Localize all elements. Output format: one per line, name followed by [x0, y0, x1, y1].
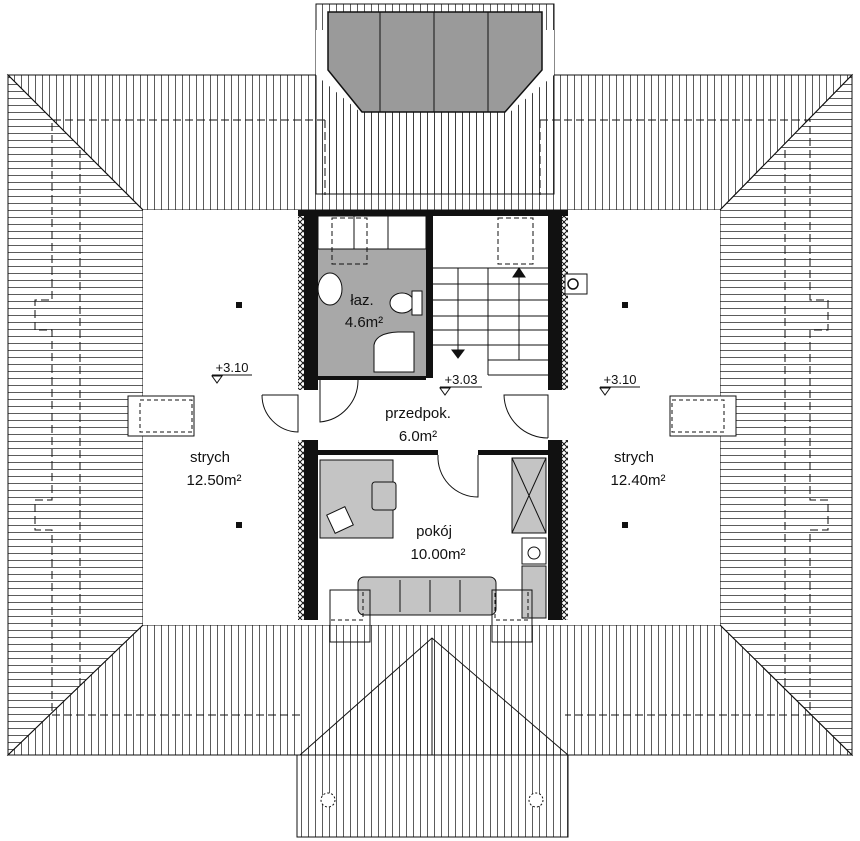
- staircase[interactable]: [430, 217, 548, 376]
- level-center: +3.03: [445, 372, 478, 387]
- attic-left-name: strych: [190, 449, 230, 466]
- attic-right-name: strych: [614, 449, 654, 466]
- porch-column: [528, 792, 544, 808]
- dormer: [315, 3, 555, 195]
- level-marker-left: +3.10: [211, 360, 252, 384]
- shower: [373, 331, 415, 373]
- room-area: 10.00m²: [410, 546, 465, 563]
- porch-column: [320, 792, 336, 808]
- post: [236, 302, 242, 308]
- room-name: pokój: [416, 523, 452, 540]
- bathroom-area: 4.6m²: [345, 314, 383, 331]
- armchair: [326, 506, 354, 534]
- roof-window-right: [669, 395, 737, 437]
- desk-chair: [371, 481, 397, 511]
- sofa: [357, 576, 497, 616]
- level-marker-right: +3.10: [599, 372, 640, 396]
- level-marker-center: +3.03: [439, 372, 482, 396]
- door-room[interactable]: [437, 454, 479, 498]
- post: [622, 302, 628, 308]
- attic-elements: [127, 302, 737, 528]
- stove: [521, 537, 547, 565]
- wall-top: [298, 210, 568, 216]
- roof-window-left: [127, 395, 195, 437]
- door-bathroom[interactable]: [261, 394, 299, 433]
- skylight-panels: [327, 11, 543, 113]
- level-left: +3.10: [216, 360, 249, 375]
- attic-right-area: 12.40m²: [610, 472, 665, 489]
- toilet: [389, 292, 415, 314]
- hall-area: 6.0m²: [399, 428, 437, 445]
- attic-left-area: 12.50m²: [186, 472, 241, 489]
- post: [236, 522, 242, 528]
- interior: [261, 210, 588, 643]
- porch-roof: [296, 754, 569, 838]
- level-right: +3.10: [604, 372, 637, 387]
- sink: [317, 272, 343, 306]
- hall-name: przedpok.: [385, 405, 451, 422]
- door-bathroom-inner[interactable]: [319, 379, 359, 423]
- door-attic-right[interactable]: [503, 394, 549, 439]
- post: [622, 522, 628, 528]
- bathroom-name: łaz.: [350, 292, 373, 309]
